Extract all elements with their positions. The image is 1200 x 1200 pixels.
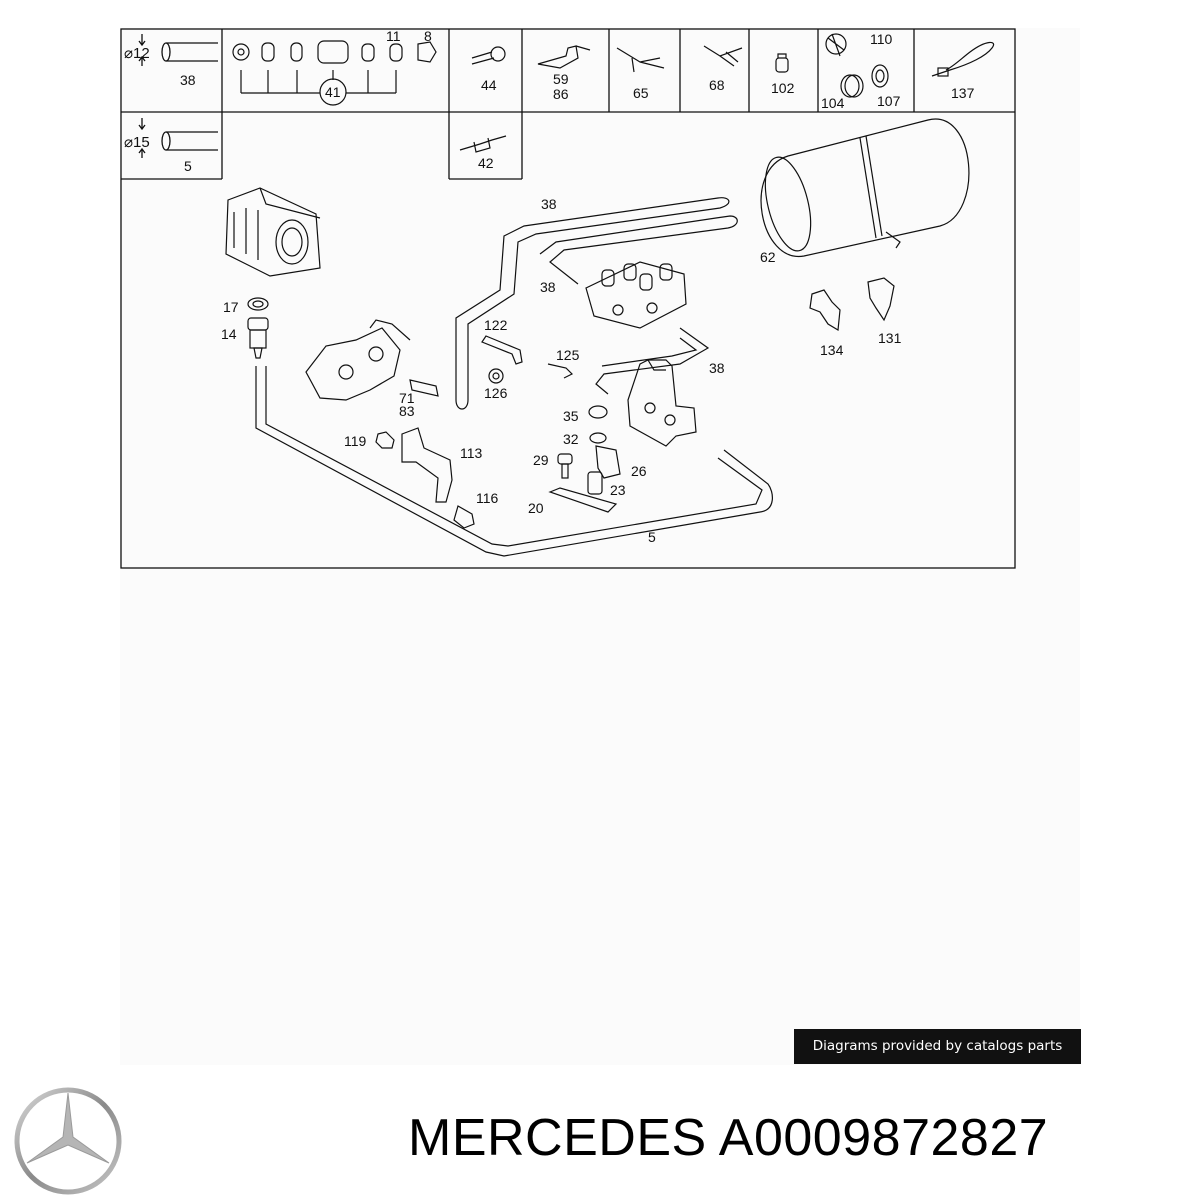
callout-29: 29 <box>533 452 549 468</box>
elbow-connector-icon <box>537 45 591 69</box>
callout-59: 59 <box>553 71 569 87</box>
callout-126: 126 <box>484 385 508 401</box>
callout-41: 41 <box>325 84 341 100</box>
callout-137: 137 <box>951 85 975 101</box>
diagram-frame <box>120 28 1016 569</box>
callout-86: 86 <box>553 86 569 102</box>
unloader-valve <box>305 319 411 401</box>
pipe-15-dim: ⌀15 <box>124 134 150 151</box>
callout-20: 20 <box>528 500 544 516</box>
callout-113: 113 <box>460 445 483 461</box>
callout-38-c: 38 <box>709 360 725 376</box>
clip-134 <box>809 289 841 332</box>
bracket-113 <box>375 427 475 529</box>
credit-badge: Diagrams provided by catalogs parts <box>794 1029 1081 1064</box>
callout-23: 23 <box>610 482 626 498</box>
banjo-fitting-icon <box>471 46 506 65</box>
callout-42: 42 <box>478 155 494 171</box>
distribution-valve <box>585 261 687 329</box>
compressor <box>225 187 321 277</box>
mount-parts <box>548 405 621 513</box>
callout-71: 71 <box>399 390 415 406</box>
union-71 <box>409 379 439 397</box>
pipe-12-cell: ⌀12 38 <box>124 34 218 88</box>
pipe-12-dim: ⌀12 <box>124 45 150 62</box>
callout-119: 119 <box>344 433 367 449</box>
callout-17: 17 <box>223 299 239 315</box>
clip-131 <box>867 277 895 322</box>
pipe-15-cell: ⌀15 5 <box>124 118 218 174</box>
callout-5: 5 <box>648 529 656 545</box>
tee-connector-icon <box>616 47 665 73</box>
callout-110: 110 <box>870 31 893 47</box>
callout-38-b: 38 <box>540 279 556 295</box>
fittings-41-cell: 11 8 41 <box>232 28 437 106</box>
callout-5-top: 5 <box>184 158 192 174</box>
mercedes-star-icon <box>14 1087 122 1195</box>
callout-131: 131 <box>878 330 902 346</box>
callout-11: 11 <box>386 28 401 44</box>
clamp-tool-icon <box>825 33 889 98</box>
air-tank <box>760 118 970 257</box>
diagram-panel: ⌀12 38 11 8 41 44 59 86 65 68 102 <box>120 28 1080 1065</box>
callout-122: 122 <box>484 317 508 333</box>
callout-38-a: 38 <box>541 196 557 212</box>
callout-8: 8 <box>424 28 432 44</box>
straight-union-icon <box>459 135 507 153</box>
callout-26: 26 <box>631 463 647 479</box>
callout-134: 134 <box>820 342 844 358</box>
callout-107: 107 <box>877 93 901 109</box>
callout-44: 44 <box>481 77 497 93</box>
y-connector-icon <box>703 45 743 67</box>
callout-14: 14 <box>221 326 237 342</box>
callout-102: 102 <box>771 80 795 96</box>
parts-diagram: ⌀12 38 11 8 41 44 59 86 65 68 102 <box>120 28 1016 569</box>
callout-125: 125 <box>556 347 580 363</box>
callout-65: 65 <box>633 85 649 101</box>
callout-116: 116 <box>476 490 499 506</box>
pipe-38-lower <box>595 327 710 395</box>
brand-title: MERCEDES A0009872827 <box>408 1109 1049 1167</box>
callout-38-top: 38 <box>180 72 196 88</box>
pipe-38-middle <box>539 215 738 285</box>
pipe-5 <box>255 366 773 557</box>
callout-68: 68 <box>709 77 725 93</box>
cable-tie-icon <box>931 41 995 77</box>
pipe-38-upper <box>455 197 730 410</box>
bracket-122 <box>481 335 574 384</box>
callout-62: 62 <box>760 249 776 265</box>
pressure-regulator <box>627 359 697 447</box>
plug-cap-icon <box>775 53 789 73</box>
fitting-17-14 <box>247 297 269 359</box>
callout-35: 35 <box>563 408 579 424</box>
callout-104: 104 <box>821 95 845 111</box>
callout-32: 32 <box>563 431 579 447</box>
callout-83: 83 <box>399 403 415 419</box>
